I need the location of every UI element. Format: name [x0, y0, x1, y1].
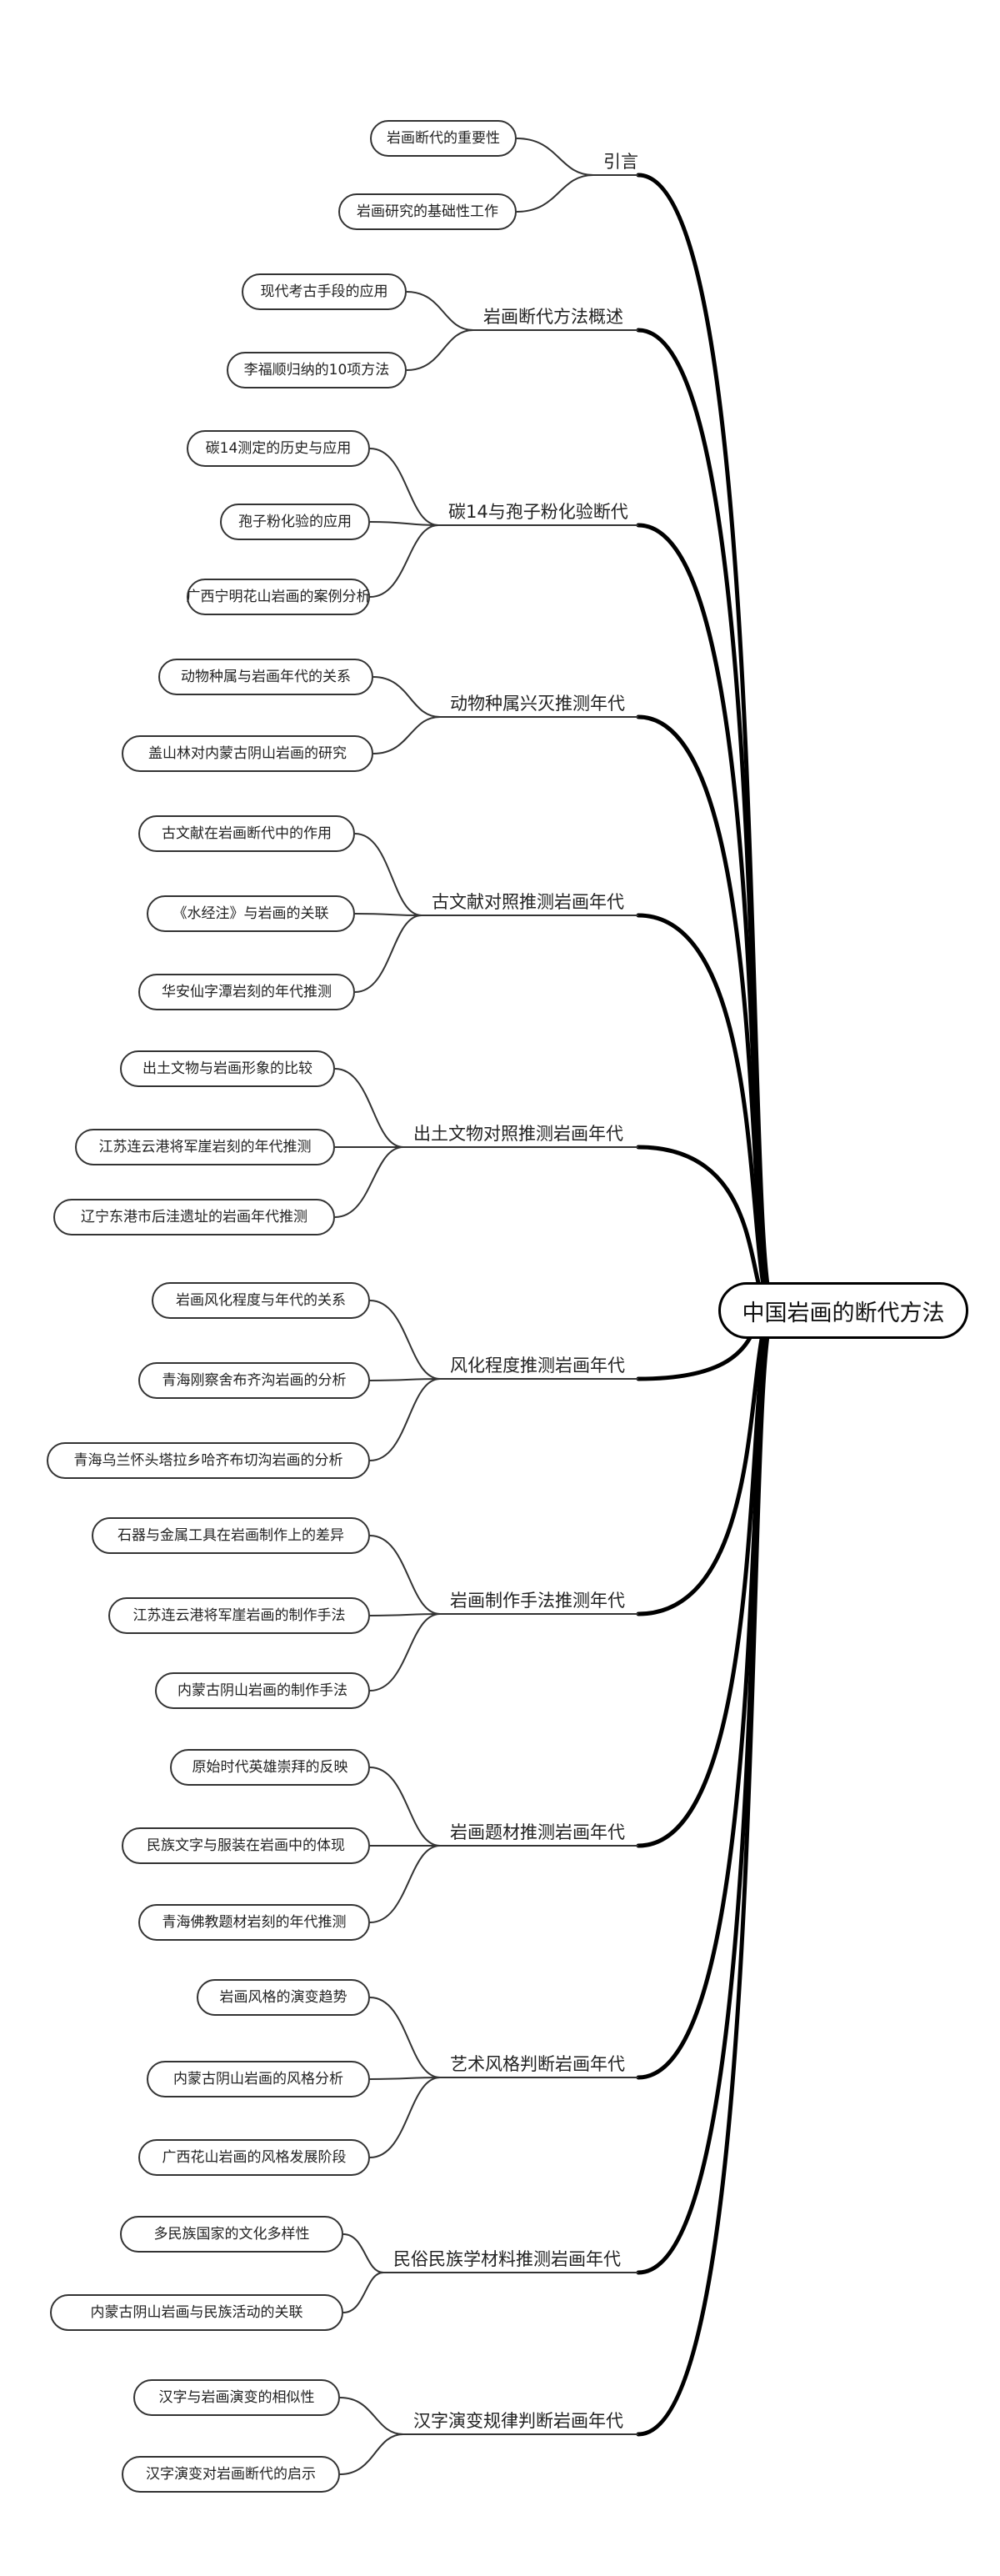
leaf-node[interactable]: 汉字与岩画演变的相似性: [133, 2379, 340, 2416]
branch-to-leaf-link: [369, 1845, 441, 1923]
branch-to-leaf-link: [354, 833, 422, 916]
branch-label[interactable]: 古文献对照推测岩画年代: [432, 892, 624, 912]
branch-to-leaf-link: [369, 1997, 441, 2078]
leaf-node[interactable]: 内蒙古阴山岩画与民族活动的关联: [50, 2294, 343, 2331]
leaf-node[interactable]: 《水经注》与岩画的关联: [147, 895, 355, 932]
leaf-node[interactable]: 岩画风化程度与年代的关系: [152, 1282, 370, 1319]
branch-to-leaf-link: [342, 2233, 384, 2273]
branch-to-leaf-link: [334, 1146, 404, 1218]
branch-to-leaf-link: [406, 329, 474, 371]
branch-to-leaf-link: [516, 138, 594, 176]
leaf-node[interactable]: 孢子粉化验的应用: [220, 504, 370, 540]
branch-to-leaf-link: [342, 2272, 384, 2313]
branch-to-leaf-link: [339, 2433, 404, 2475]
leaf-node[interactable]: 现代考古手段的应用: [242, 273, 407, 310]
branch-to-leaf-link: [369, 1378, 441, 1381]
leaf-node[interactable]: 民族文字与服装在岩画中的体现: [122, 1827, 370, 1864]
leaf-node[interactable]: 碳14测定的历史与应用: [187, 430, 370, 467]
branch-label[interactable]: 动物种属兴灭推测年代: [450, 694, 625, 714]
branch-label[interactable]: 岩画题材推测岩画年代: [450, 1822, 625, 1842]
branch-to-leaf-link: [369, 1378, 441, 1461]
root-node[interactable]: 中国岩画的断代方法: [718, 1282, 968, 1339]
branch-to-leaf-link: [372, 716, 441, 754]
leaf-node[interactable]: 内蒙古阴山岩画的风格分析: [147, 2061, 370, 2097]
leaf-node[interactable]: 岩画研究的基础性工作: [338, 193, 517, 230]
branch-label[interactable]: 艺术风格判断岩画年代: [450, 2054, 625, 2074]
branch-label[interactable]: 风化程度推测岩画年代: [450, 1356, 625, 1376]
leaf-node[interactable]: 青海刚察舍布齐沟岩画的分析: [138, 1362, 370, 1399]
leaf-node[interactable]: 广西花山岩画的风格发展阶段: [138, 2139, 370, 2176]
branch-to-leaf-link: [369, 2077, 441, 2080]
leaf-node[interactable]: 江苏连云港将军崖岩刻的年代推测: [75, 1129, 335, 1165]
branch-to-leaf-link: [354, 913, 422, 916]
branch-to-leaf-link: [406, 291, 474, 331]
branch-to-leaf-link: [372, 676, 441, 718]
leaf-node[interactable]: 岩画断代的重要性: [370, 120, 517, 157]
branch-label[interactable]: 汉字演变规律判断岩画年代: [413, 2411, 623, 2431]
branch-to-leaf-link: [369, 1613, 441, 1616]
branch-to-leaf-link: [354, 915, 422, 993]
leaf-node[interactable]: 内蒙古阴山岩画的制作手法: [155, 1672, 370, 1709]
branch-to-leaf-link: [369, 2077, 441, 2158]
branch-label[interactable]: 岩画断代方法概述: [483, 307, 623, 327]
leaf-node[interactable]: 古文献在岩画断代中的作用: [138, 815, 355, 852]
branch-to-leaf-link: [334, 1068, 404, 1148]
leaf-node[interactable]: 青海佛教题材岩刻的年代推测: [138, 1904, 370, 1941]
branch-label[interactable]: 岩画制作手法推测年代: [450, 1591, 625, 1611]
branch-to-leaf-link: [369, 524, 439, 598]
branch-to-leaf-link: [339, 2397, 404, 2435]
leaf-node[interactable]: 石器与金属工具在岩画制作上的差异: [92, 1517, 370, 1554]
leaf-node[interactable]: 江苏连云港将军崖岩画的制作手法: [108, 1597, 370, 1634]
root-to-branch-link: [636, 1308, 778, 2080]
branch-label[interactable]: 出土文物对照推测岩画年代: [413, 1124, 623, 1144]
branch-label[interactable]: 民俗民族学材料推测岩画年代: [393, 2249, 621, 2269]
leaf-node[interactable]: 动物种属与岩画年代的关系: [158, 659, 373, 695]
branch-label[interactable]: 碳14与孢子粉化验断代: [448, 502, 628, 522]
leaf-node[interactable]: 岩画风格的演变趋势: [197, 1979, 370, 2016]
leaf-node[interactable]: 盖山林对内蒙古阴山岩画的研究: [122, 735, 373, 772]
leaf-node[interactable]: 李福顺归纳的10项方法: [227, 352, 407, 388]
leaf-node[interactable]: 广西宁明花山岩画的案例分析: [187, 579, 371, 615]
leaf-node[interactable]: 青海乌兰怀头塔拉乡哈齐布切沟岩画的分析: [47, 1442, 370, 1479]
branch-label[interactable]: 引言: [603, 152, 638, 172]
branch-to-leaf-link: [369, 1535, 441, 1615]
branch-to-leaf-link: [369, 1613, 441, 1691]
leaf-node[interactable]: 辽宁东港市后洼遗址的岩画年代推测: [53, 1199, 335, 1235]
leaf-node[interactable]: 汉字演变对岩画断代的启示: [122, 2456, 340, 2493]
leaf-node[interactable]: 出土文物与岩画形象的比较: [120, 1050, 335, 1087]
leaf-node[interactable]: 原始时代英雄崇拜的反映: [170, 1749, 370, 1786]
root-to-branch-link: [636, 1308, 778, 2437]
branch-to-leaf-link: [369, 448, 439, 526]
leaf-node[interactable]: 多民族国家的文化多样性: [120, 2216, 343, 2253]
branch-to-leaf-link: [369, 521, 439, 526]
branch-to-leaf-link: [369, 1767, 441, 1847]
branch-to-leaf-link: [369, 1300, 441, 1380]
leaf-node[interactable]: 华安仙字潭岩刻的年代推测: [138, 974, 355, 1010]
branch-to-leaf-link: [516, 174, 594, 213]
